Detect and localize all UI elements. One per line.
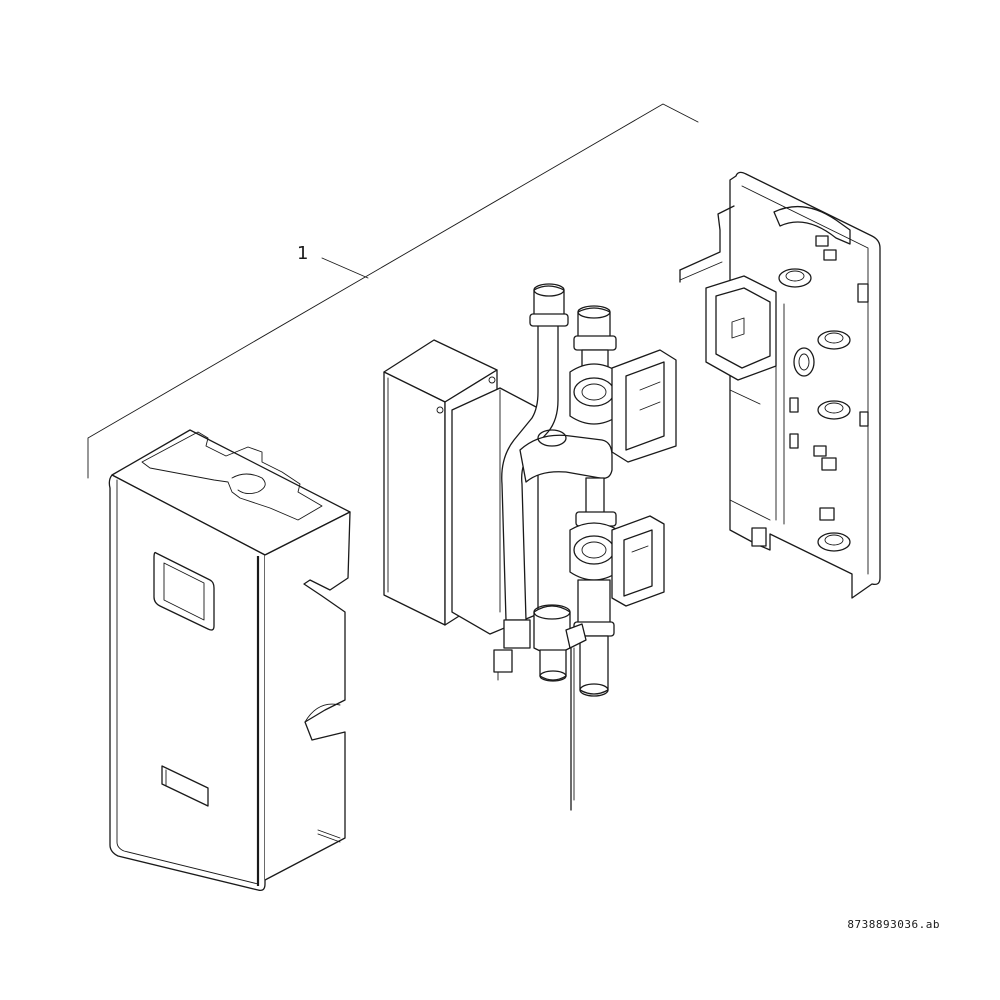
pipe-clamp-4 bbox=[817, 400, 851, 420]
callout-number: 1 bbox=[297, 243, 309, 264]
front-cover bbox=[108, 429, 351, 892]
pump-group bbox=[493, 283, 677, 811]
pipe-clamp-5 bbox=[817, 532, 851, 552]
group-bracket bbox=[87, 103, 699, 479]
pipe-clamp-2 bbox=[817, 330, 851, 350]
pipe-clamp-1 bbox=[778, 268, 812, 288]
reference-code: 8738893036.ab bbox=[847, 918, 940, 931]
pipe-clamp-3 bbox=[793, 347, 815, 377]
rear-insulation-shell bbox=[679, 171, 881, 599]
